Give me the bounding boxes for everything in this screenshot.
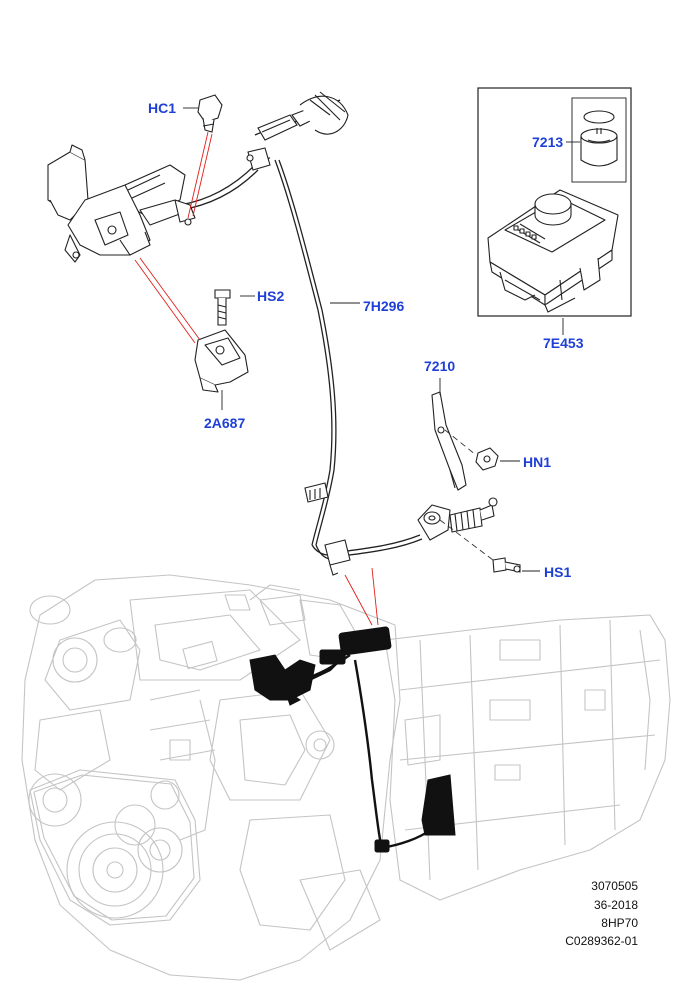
callout-2a687: 2A687 (204, 415, 246, 431)
shifter-assembly (47, 144, 196, 263)
bolt-hs2 (214, 289, 231, 326)
callout-7210: 7210 (424, 358, 456, 374)
shift-cable-7h296 (179, 99, 423, 560)
cable-end-assembly (417, 497, 498, 541)
callout-7213: 7213 (532, 134, 564, 150)
bracket-2a687 (194, 329, 249, 393)
harness-wires-on-engine (299, 654, 431, 850)
inset-7e453-frame (477, 87, 632, 317)
callout-7h296: 7H296 (363, 298, 405, 314)
callout-hs2: HS2 (257, 288, 285, 304)
cable-top-connector (246, 91, 349, 171)
harness-on-engine (249, 626, 456, 853)
footer-line-1: 3070505 (591, 879, 638, 893)
nut-hn1 (475, 447, 499, 471)
dashed-assembly-lines (439, 429, 494, 561)
leader-lines (183, 107, 580, 572)
footer-line-4: C0289362-01 (565, 934, 638, 948)
callout-hs1: HS1 (544, 564, 572, 580)
inset-7213-frame (571, 97, 627, 183)
bracket-7210 (431, 391, 467, 491)
cable-clip (304, 482, 351, 576)
callout-hn1: HN1 (523, 454, 552, 470)
red-pointer-lines (134, 131, 379, 626)
knob-7213 (580, 110, 618, 167)
callout-hc1: HC1 (148, 100, 177, 116)
clip-hc1 (197, 94, 223, 133)
footer-line-2: 36-2018 (593, 898, 638, 912)
footer-line-3: 8HP70 (601, 916, 638, 930)
bolt-hs1 (492, 557, 521, 573)
callout-7e453: 7E453 (543, 335, 584, 351)
gear-selector-7e453 (487, 189, 619, 313)
